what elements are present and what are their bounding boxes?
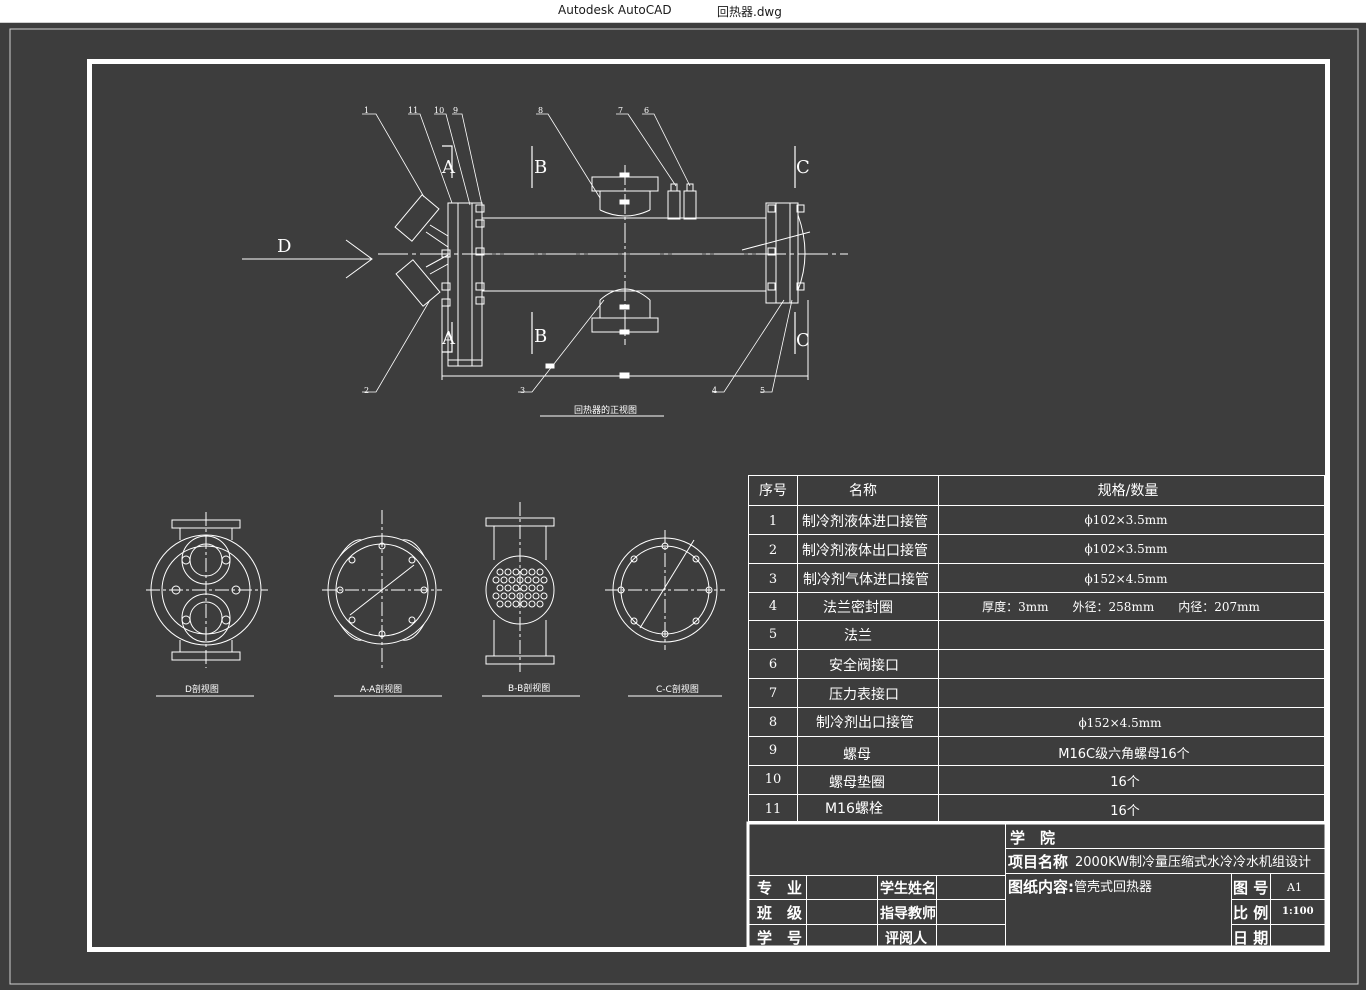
section-label-a-top: A <box>441 157 456 178</box>
class-label: 班 级 <box>757 904 803 922</box>
callout-11: 11 <box>408 106 418 115</box>
side-view-cc <box>605 530 725 697</box>
section-label-c-bottom: C <box>796 330 810 351</box>
row-10-spec: 16个 <box>1110 775 1140 790</box>
drawing-no-value: A1 <box>1286 881 1302 894</box>
drawing-no-label: 图 号 <box>1233 879 1268 897</box>
cad-drawing: 1 11 10 9 8 7 6 2 3 4 5 A A B B C C D 回热… <box>9 28 1359 985</box>
inlet-pipe-2 <box>395 254 449 307</box>
row-7-no: 7 <box>769 686 777 701</box>
callout-7: 7 <box>618 106 623 115</box>
front-view-caption: 回热器的正视图 <box>574 404 637 416</box>
cc-view-caption: C-C剖视图 <box>656 683 699 695</box>
file-name: 回热器.dwg <box>717 5 782 19</box>
app-name: Autodesk AutoCAD <box>558 3 672 17</box>
row-8-name: 制冷剂出口接管 <box>816 714 914 731</box>
callout-9: 9 <box>453 106 458 115</box>
header-name: 名称 <box>849 483 877 499</box>
front-view <box>242 113 848 417</box>
row-4-spec: 厚度：3mm 外径：258mm 内径：207mm <box>982 599 1260 614</box>
section-label-b-top: B <box>534 157 547 178</box>
row-1-spec: ϕ102×3.5mm <box>1085 513 1169 527</box>
advisor-label: 指导教师 <box>880 905 936 922</box>
row-5-name: 法兰 <box>844 628 872 644</box>
row-11-name: M16螺栓 <box>825 801 883 817</box>
row-6-no: 6 <box>769 657 777 672</box>
row-3-spec: ϕ152×4.5mm <box>1085 572 1169 586</box>
side-view-d <box>146 512 268 697</box>
callout-2: 2 <box>364 386 369 395</box>
student-name-label: 学生姓名 <box>880 880 936 897</box>
callout-3: 3 <box>520 386 525 395</box>
bb-view-caption: B-B剖视图 <box>508 682 550 694</box>
college-label: 学 院 <box>1010 829 1055 847</box>
row-11-spec: 16个 <box>1110 804 1140 819</box>
left-bolts <box>441 204 485 307</box>
row-9-name: 螺母 <box>843 747 871 763</box>
major-label: 专 业 <box>757 879 802 897</box>
row-10-name: 螺母垫圈 <box>829 775 885 791</box>
content-value: 管壳式回热器 <box>1074 880 1152 895</box>
callout-leaders <box>362 113 793 393</box>
side-view-bb <box>482 502 580 697</box>
row-1-name: 制冷剂液体进口接管 <box>802 513 928 530</box>
callout-10: 10 <box>434 106 444 115</box>
callout-4: 4 <box>712 386 717 395</box>
row-8-no: 8 <box>769 715 777 730</box>
scale-value: 1:100 <box>1282 906 1314 917</box>
row-2-name: 制冷剂液体出口接管 <box>802 542 928 559</box>
row-5-no: 5 <box>769 627 777 642</box>
reviewer-label: 评阅人 <box>885 930 928 947</box>
right-flange <box>775 202 791 304</box>
callout-6: 6 <box>644 106 649 115</box>
row-9-no: 9 <box>769 743 777 758</box>
project-value: 2000KW制冷量压缩式水冷冷水机组设计 <box>1075 854 1311 870</box>
row-2-no: 2 <box>769 543 777 558</box>
bottom-inlet-pipe <box>591 288 659 335</box>
row-9-spec: M16C级六角螺母16个 <box>1058 747 1189 762</box>
callout-8: 8 <box>538 106 543 115</box>
row-8-spec: ϕ152×4.5mm <box>1079 716 1163 730</box>
row-7-name: 压力表接口 <box>829 686 899 703</box>
section-label-b-bottom: B <box>534 326 547 347</box>
date-label: 日 期 <box>1233 929 1268 947</box>
inlet-pipe-1 <box>394 194 449 248</box>
row-3-no: 3 <box>769 572 777 587</box>
scale-label: 比 例 <box>1233 904 1268 922</box>
project-label: 项目名称 <box>1008 853 1068 871</box>
callout-5: 5 <box>760 386 765 395</box>
section-label-a-bottom: A <box>441 328 456 349</box>
inner-drawing-frame <box>87 59 1330 952</box>
section-label-c-top: C <box>796 157 810 178</box>
section-markers <box>442 145 796 354</box>
row-4-name: 法兰密封圈 <box>823 599 893 616</box>
title-block <box>746 821 1328 949</box>
view-direction-d: D <box>277 236 291 257</box>
row-6-name: 安全阀接口 <box>829 657 899 674</box>
header-no: 序号 <box>759 483 787 499</box>
side-view-aa <box>322 510 442 697</box>
row-11-no: 11 <box>765 802 782 817</box>
window-titlebar: Autodesk AutoCAD 回热器.dwg <box>0 0 1366 23</box>
header-spec: 规格/数量 <box>1098 483 1159 499</box>
row-3-name: 制冷剂气体进口接管 <box>803 571 929 588</box>
outer-sheet-border <box>9 28 1359 985</box>
content-label: 图纸内容: <box>1008 878 1074 896</box>
row-2-spec: ϕ102×3.5mm <box>1085 542 1169 556</box>
d-view-caption: D剖视图 <box>185 683 219 695</box>
callout-1: 1 <box>364 106 369 115</box>
pressure-gauge-connector <box>667 183 681 220</box>
row-10-no: 10 <box>765 772 782 787</box>
safety-valve-connector <box>683 183 697 220</box>
row-4-no: 4 <box>769 599 777 614</box>
aa-view-caption: A-A剖视图 <box>360 683 402 695</box>
top-outlet-pipe <box>591 172 659 217</box>
student-id-label: 学 号 <box>757 929 802 947</box>
drawing-canvas[interactable]: 1 11 10 9 8 7 6 2 3 4 5 A A B B C C D 回热… <box>0 23 1366 990</box>
row-1-no: 1 <box>769 514 777 529</box>
